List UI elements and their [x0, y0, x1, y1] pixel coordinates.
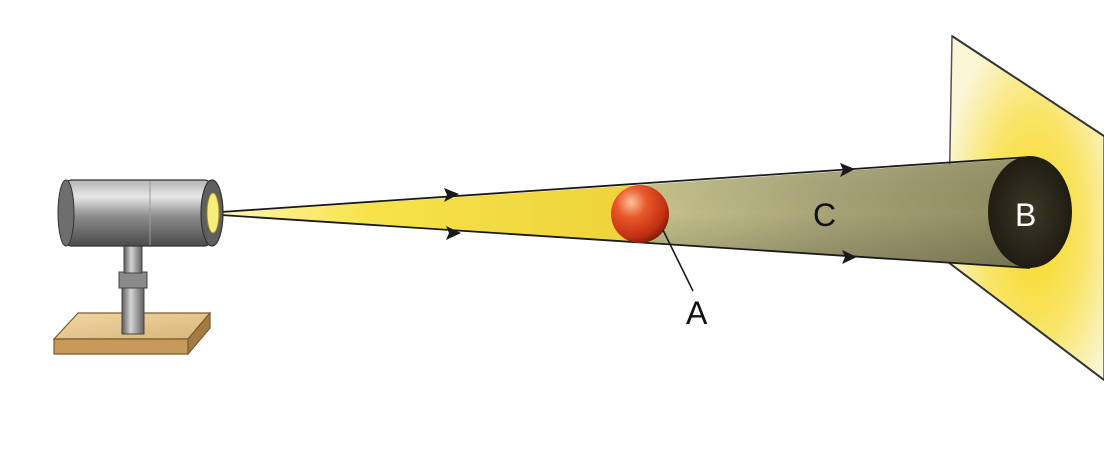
ball-pointer-line [662, 229, 694, 292]
flashlight-icon [52, 179, 224, 356]
label-a: A [686, 295, 708, 331]
arrowhead-icon [842, 250, 857, 264]
arrowhead-icon [840, 163, 855, 177]
upper-ray [220, 156, 1031, 213]
label-b: B [1015, 197, 1036, 233]
arrowhead-icon [446, 226, 461, 240]
opaque-ball [611, 185, 669, 243]
arrowhead-icon [444, 163, 857, 264]
umbra-shadow [988, 156, 1072, 268]
label-c: C [813, 197, 836, 233]
shadow-cone [640, 158, 1032, 268]
lower-ray [220, 214, 1031, 269]
arrowhead-icon [444, 188, 459, 202]
light-beam [221, 185, 640, 242]
